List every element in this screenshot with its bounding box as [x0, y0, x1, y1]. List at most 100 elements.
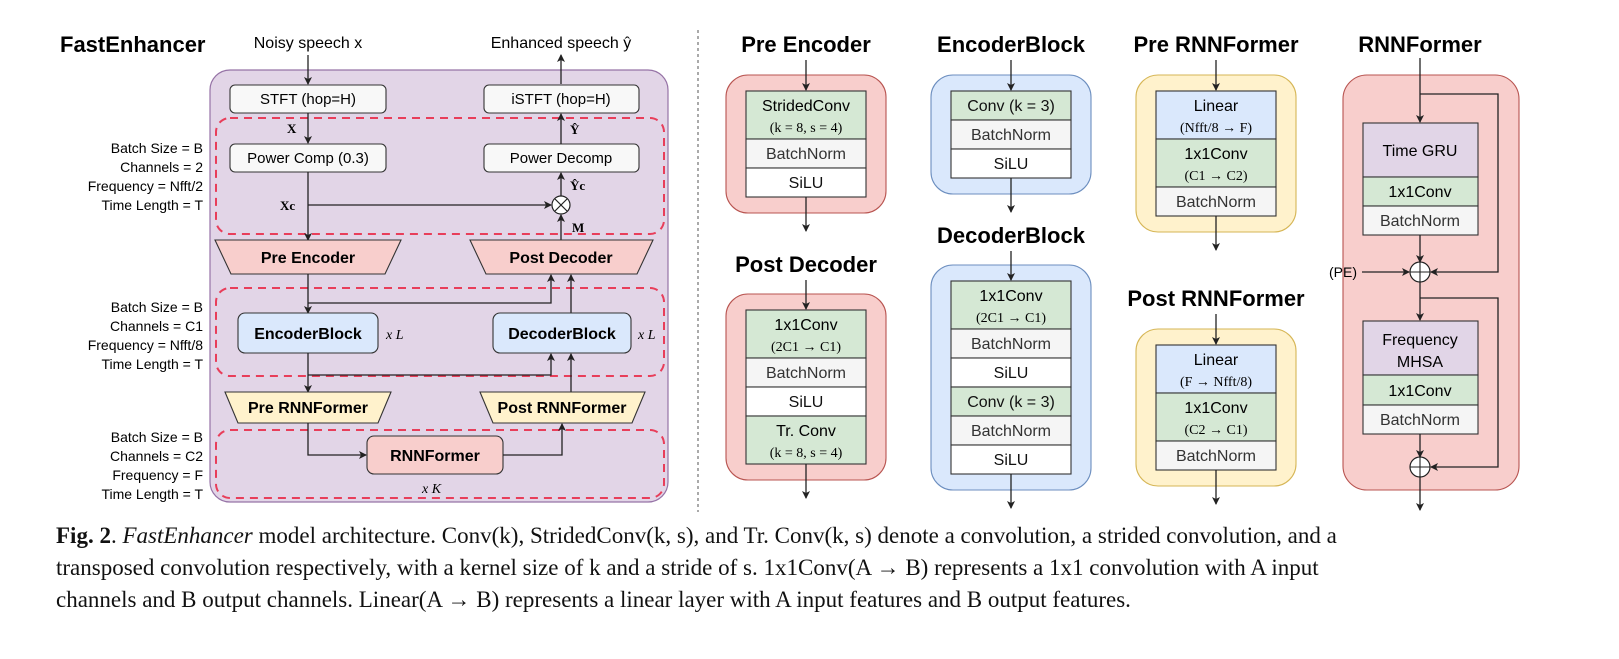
shape-label-line: Time Length = T	[101, 197, 203, 213]
layer-label: 1x1Conv	[1184, 146, 1247, 163]
layer-box	[1155, 138, 1277, 188]
layer-box	[950, 328, 1072, 359]
rnnformer-group	[215, 429, 665, 499]
caption-model-name: FastEnhancer	[122, 523, 253, 548]
rnnformer-norm-2-label: BatchNorm	[1380, 412, 1460, 429]
rnnformer-conv-1-label: 1x1Conv	[1388, 184, 1451, 201]
figure-caption: Fig. 2. FastEnhancer model architecture.…	[56, 520, 1526, 616]
shape-group-1: Batch Size = B Channels = 2 Frequency = Nf…	[88, 140, 204, 213]
output-label: Enhanced speech ŷ	[491, 35, 632, 52]
residual-1	[1420, 93, 1499, 276]
signal-m: M	[572, 220, 584, 235]
shape-label-line: Frequency = Nfft/2	[88, 178, 204, 194]
layer-params: (C2 → C1)	[1185, 423, 1248, 438]
layer-params: (F → Nfft/8)	[1180, 375, 1252, 390]
pre-rnnformer-label: Pre RNNFormer	[248, 400, 368, 417]
caption-line-2: transposed convolution respectively, wit…	[56, 555, 1319, 580]
shape-label-line: Channels = C2	[110, 448, 203, 464]
rnnformer-label: RNNFormer	[390, 448, 480, 465]
rnnformer-conv-2	[1362, 374, 1479, 406]
rnnformer-detail-title: RNNFormer	[1358, 32, 1482, 57]
layer-params: (2C1 → C1)	[976, 311, 1046, 326]
post-decoder-detail: Post Decoder 1x1Conv (2C1 → C1) BatchNormSi…	[725, 252, 887, 499]
caption-line-3: channels and B output channels. Linear(A…	[56, 587, 1131, 612]
stft-domain-group	[215, 117, 665, 235]
post-rnnformer-label: Post RNNFormer	[498, 400, 627, 417]
shape-label-line: Batch Size = B	[111, 140, 203, 156]
layer-params: (2C1 → C1)	[771, 340, 841, 355]
layer-label: StridedConv	[762, 98, 850, 115]
layer-box	[745, 415, 867, 465]
layer-label: Conv (k = 3)	[967, 394, 1055, 411]
shape-label-line: Batch Size = B	[111, 429, 203, 445]
layer-box	[745, 138, 867, 169]
layer-label: BatchNorm	[971, 127, 1051, 144]
encoder-block-label: EncoderBlock	[254, 326, 362, 343]
rnnformer-to-postrnn-arrow	[503, 423, 566, 456]
layer-params: (k = 8, s = 4)	[770, 446, 843, 461]
layer-box	[745, 309, 867, 359]
layer-label: BatchNorm	[766, 146, 846, 163]
caption-line-1: Fig. 2. FastEnhancer model architecture.…	[56, 523, 1337, 548]
main-title: FastEnhancer	[60, 32, 206, 57]
layer-params: (C1 → C2)	[1185, 169, 1248, 184]
input-label: Noisy speech x	[254, 35, 363, 52]
decoder-block-label: DecoderBlock	[508, 326, 616, 343]
shape-label-line: Time Length = T	[101, 356, 203, 372]
pre-rnnformer-title: Pre RNNFormer	[1133, 32, 1298, 57]
caption-line-1-text: model architecture. Conv(k), StridedConv…	[252, 523, 1337, 548]
signal-yc: Ŷc	[570, 178, 585, 193]
layer-box	[950, 444, 1072, 475]
post-decoder-label: Post Decoder	[509, 250, 612, 267]
layer-label: BatchNorm	[1176, 448, 1256, 465]
layer-box	[950, 119, 1072, 150]
shape-label-line: Frequency = F	[112, 467, 203, 483]
multiply-icon-stroke-b	[554, 198, 568, 212]
rnnformer-norm-1-label: BatchNorm	[1380, 213, 1460, 230]
freq-mhsa-label-1: Frequency	[1382, 332, 1458, 349]
rnnformer-repeat: x K	[421, 482, 442, 497]
decoder-block	[492, 312, 632, 354]
rnnformer-conv-2-label: 1x1Conv	[1388, 383, 1451, 400]
time-gru-box	[1362, 122, 1479, 178]
caption-fig-label: Fig. 2	[56, 523, 111, 548]
encoder-block-title: EncoderBlock	[937, 32, 1086, 57]
layer-label: SiLU	[789, 394, 824, 411]
layer-params: (k = 8, s = 4)	[770, 121, 843, 136]
pre-encoder-block	[214, 239, 402, 275]
architecture-diagram: FastEnhancer Noisy speech x Enhanced spe…	[60, 30, 1520, 512]
encoder-repeat: x L	[385, 328, 404, 343]
layer-label: BatchNorm	[971, 336, 1051, 353]
layer-label: Linear	[1194, 98, 1239, 115]
post-rnnformer-title: Post RNNFormer	[1127, 286, 1305, 311]
post-rnnformer-block	[479, 391, 646, 424]
layer-box	[1155, 440, 1277, 471]
power-decomp-label: Power Decomp	[510, 150, 613, 167]
shape-labels: Batch Size = B Channels = 2 Frequency = Nf…	[88, 140, 204, 502]
layer-label: SiLU	[994, 452, 1029, 469]
layer-label: 1x1Conv	[979, 288, 1042, 305]
layer-label: SiLU	[994, 156, 1029, 173]
layer-box	[950, 148, 1072, 179]
pre-encoder-label: Pre Encoder	[261, 250, 355, 267]
signal-x: X	[287, 121, 297, 136]
layer-box	[1155, 392, 1277, 442]
rnnformer-norm-1	[1362, 205, 1479, 236]
layer-label: BatchNorm	[766, 365, 846, 382]
skip-connection-2	[308, 353, 555, 376]
freq-mhsa-box	[1362, 320, 1479, 376]
post-decoder-title: Post Decoder	[735, 252, 877, 277]
encoder-decoder-group	[215, 287, 665, 377]
shape-label-line: Channels = 2	[120, 159, 203, 175]
post-decoder-block	[469, 239, 654, 275]
layer-label: Tr. Conv	[776, 423, 836, 440]
pre-rnnformer-block	[224, 391, 392, 424]
stft-label: STFT (hop=H)	[260, 91, 356, 108]
layer-label: 1x1Conv	[774, 317, 837, 334]
layer-box	[1155, 90, 1277, 140]
pre-encoder-title: Pre Encoder	[741, 32, 871, 57]
